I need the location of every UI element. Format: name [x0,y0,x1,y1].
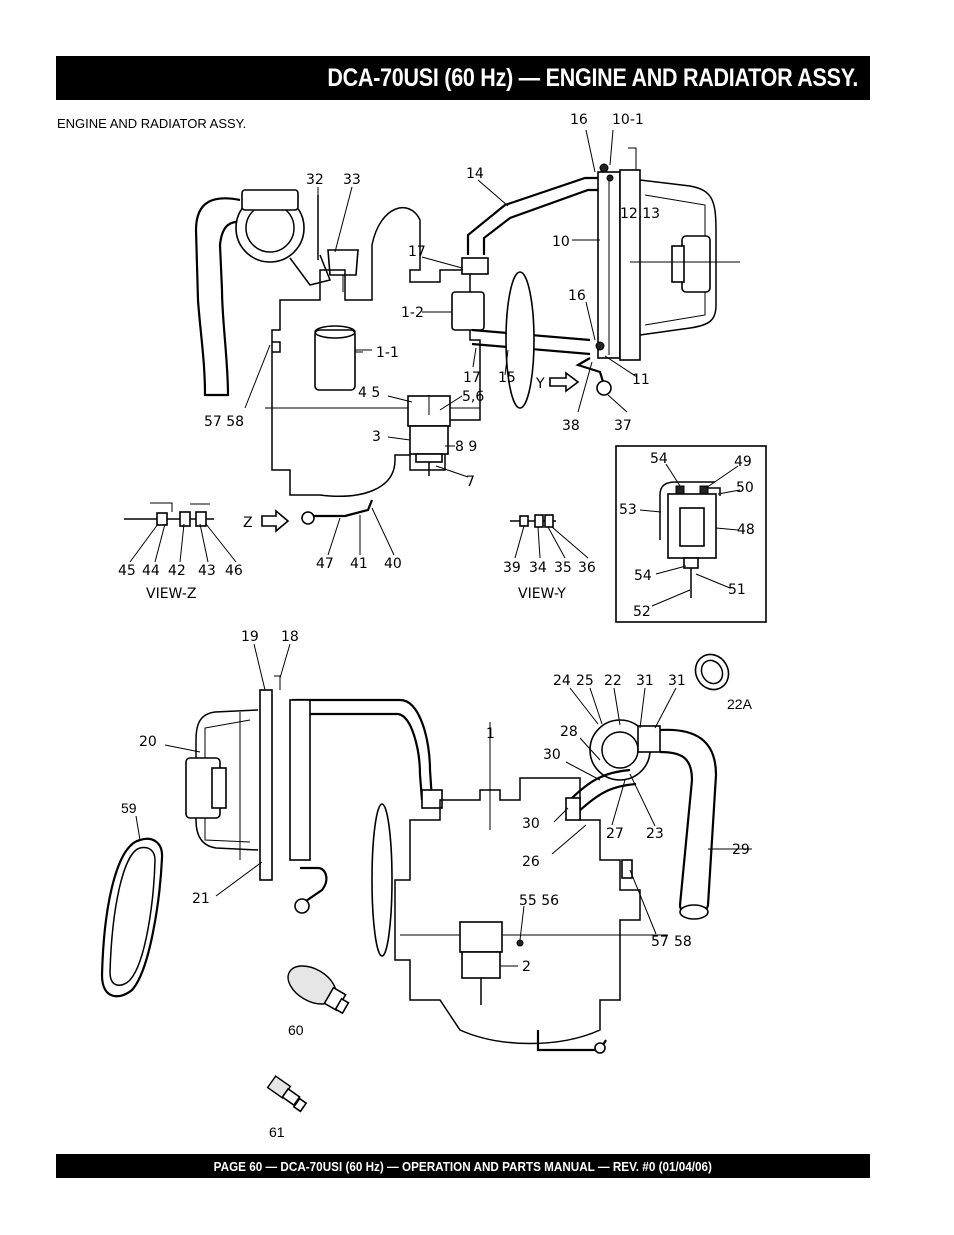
hose-clamp-22a [694,653,730,691]
view-z-detail: 45 44 42 43 46 VIEW-Z Z 47 41 40 [118,502,402,602]
callout-3: 3 [372,429,381,445]
engine-block-lower [394,777,641,1045]
callout-60: 60 [288,1022,304,1038]
callout-24: 24 [553,673,571,689]
callout-19: 19 [241,629,259,645]
air-inlet-hose [659,728,718,916]
callout-58-lower: 58 [674,934,692,950]
page-footer-bar: PAGE 60 — DCA-70USI (60 Hz) — OPERATION … [56,1154,870,1178]
callout-49: 49 [734,454,752,470]
callout-8-9: 8 9 [455,439,477,455]
callout-5-6: 5,6 [462,389,484,405]
callout-4-5: 4 5 [358,385,380,401]
callout-44: 44 [142,563,160,579]
callout-55-56: 55 56 [519,893,559,909]
section-title: ENGINE AND RADIATOR ASSY. [57,116,247,131]
temperature-sender-61 [266,1075,308,1113]
callout-53: 53 [619,502,637,518]
view-z-caption: VIEW-Z [146,586,196,602]
callout-1-2: 1-2 [401,305,424,321]
arrow-label-z: Z [243,515,253,531]
callout-7: 7 [466,474,475,490]
drive-belt [100,837,164,998]
callout-35: 35 [554,560,572,576]
callout-30b: 30 [522,816,540,832]
callout-54a: 54 [650,451,668,467]
callout-42: 42 [168,563,186,579]
callout-48: 48 [737,522,755,538]
callout-22a: 22A [727,696,753,712]
view-y-caption: VIEW-Y [518,586,566,602]
callout-47: 47 [316,556,334,572]
lower-view-upper-pipe [292,698,434,801]
callout-15: 15 [498,370,516,386]
pressure-sender-60 [287,965,350,1015]
callout-10: 10 [552,234,570,250]
callout-36: 36 [578,560,596,576]
footer-text: PAGE 60 — DCA-70USI (60 Hz) — OPERATION … [213,1158,713,1174]
intake-hose [194,197,246,397]
callout-34: 34 [529,560,547,576]
engine-fan [505,271,535,409]
upper-assembly: 16 10-1 14 32 33 12,13 10 17 16 1-2 1-1 … [194,112,740,533]
callout-51: 51 [728,582,746,598]
callout-57-58-upper: 57 58 [204,414,244,430]
callout-43: 43 [198,563,216,579]
page-header-bar: DCA-70USI (60 Hz) — ENGINE AND RADIATOR … [56,56,870,100]
callout-32: 32 [306,172,324,188]
callout-45: 45 [118,563,136,579]
callout-29: 29 [732,842,750,858]
callout-23: 23 [646,826,664,842]
engine-block-upper [271,207,481,497]
callout-10-1: 10-1 [612,112,644,128]
callout-50: 50 [736,480,754,496]
callout-28: 28 [560,724,578,740]
callout-22: 22 [604,673,622,689]
callout-33: 33 [343,172,361,188]
callout-37: 37 [614,418,632,434]
callout-40: 40 [384,556,402,572]
callout-54b: 54 [634,568,652,584]
callout-30a: 30 [543,747,561,763]
callout-16b: 16 [568,288,586,304]
callout-2: 2 [522,959,531,975]
oil-filter [314,329,356,391]
callout-61: 61 [269,1124,285,1140]
callout-20: 20 [139,734,157,750]
filter-bracket-inset: 54 49 50 53 48 54 51 52 [615,445,767,623]
callout-46: 46 [225,563,243,579]
callout-41: 41 [350,556,368,572]
callout-26: 26 [522,854,540,870]
callout-25: 25 [576,673,594,689]
callout-31b: 31 [668,673,686,689]
callout-11: 11 [632,372,650,388]
callout-52: 52 [633,604,651,620]
upper-coolant-pipe [466,176,600,255]
callout-38: 38 [562,418,580,434]
callout-17b: 17 [463,370,481,386]
callout-59: 59 [121,800,137,816]
callout-18: 18 [281,629,299,645]
callout-14: 14 [466,166,484,182]
callout-39: 39 [503,560,521,576]
callout-31a: 31 [636,673,654,689]
callout-21: 21 [192,891,210,907]
radiator-side [259,689,273,881]
callout-16a: 16 [570,112,588,128]
callout-1-1: 1-1 [376,345,399,361]
view-y-detail: 39 34 35 36 VIEW-Y [503,514,596,602]
water-filter [451,291,485,331]
center-line-label-1: 1 [486,726,495,742]
callout-57-lower: 57 [651,934,669,950]
callout-12-13: 12,13 [620,206,660,222]
callout-17a: 17 [408,244,426,260]
page-title: DCA-70USI (60 Hz) — ENGINE AND RADIATOR … [327,63,858,92]
arrow-label-y: Y [535,376,545,392]
lower-assembly: 19 18 24 25 22 31 31 22A 20 28 30 59 1 3… [100,629,753,1140]
callout-27: 27 [606,826,624,842]
